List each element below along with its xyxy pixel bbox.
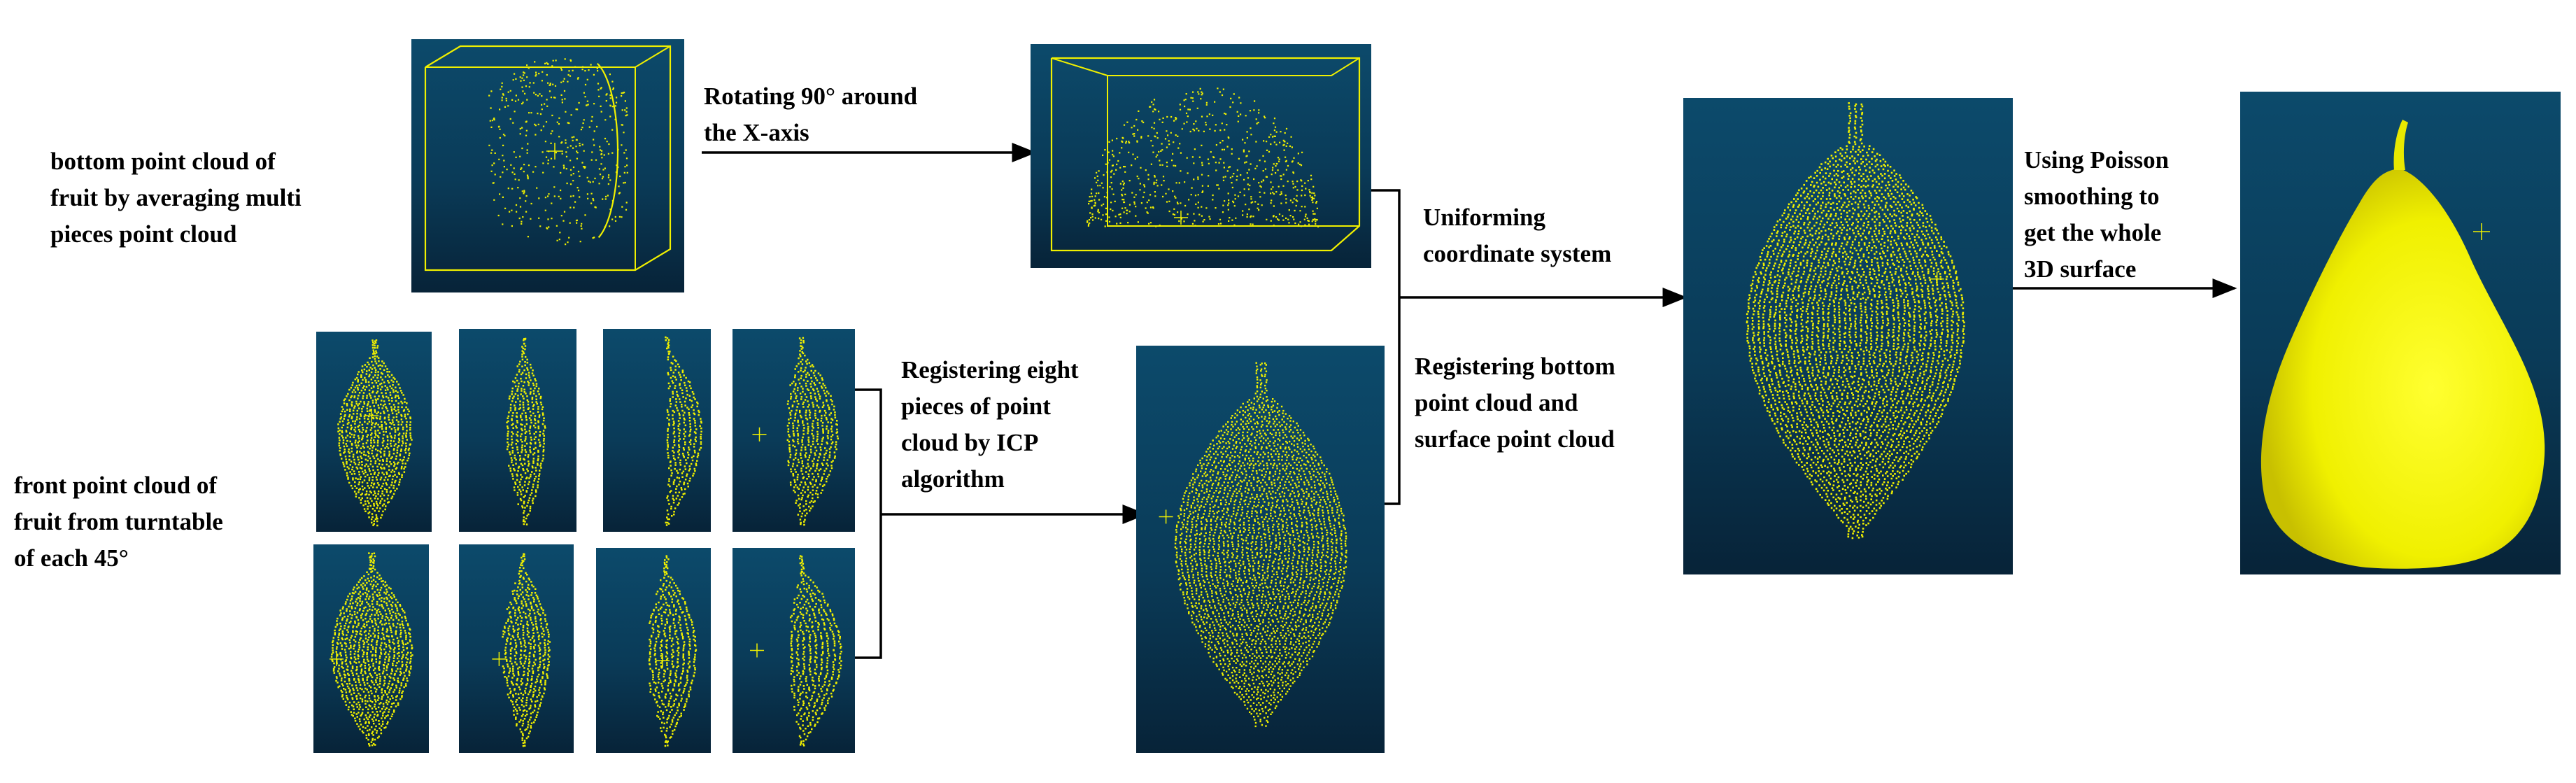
point-cloud-graphic [1746,102,1965,539]
front-cloud-line-2: fruit from turntable [14,508,223,535]
register-icp-line-1: Registering eight [901,356,1079,383]
front-cloud-line-1: front point cloud of [14,472,218,499]
point-cloud-graphic [1159,362,1347,728]
front-cloud-label: front point cloud of fruit from turntabl… [14,467,223,577]
register-bottom-line-3: surface point cloud [1415,425,1615,453]
point-cloud-graphic [330,552,413,747]
uniform-line-2: coordinate system [1423,240,1612,267]
point-cloud-graphic [1050,57,1361,252]
poisson-line-1: Using Poisson [2024,146,2170,174]
register-bottom-line-2: point cloud and [1415,389,1578,416]
register-icp-line-2: pieces of point [901,393,1051,420]
point-cloud-graphic [492,553,551,747]
views-bracket [855,388,882,659]
point-cloud-graphic [2260,120,2545,569]
rotate-line-1: Rotating 90° around [704,83,918,110]
bottom-cloud-line-3: pieces point cloud [50,220,237,248]
point-cloud-graphic [752,337,839,526]
rotate-label: Rotating 90° around the X-axis [704,78,917,151]
view-panel-8 [733,548,855,753]
uniform-label: Uniforming coordinate system [1423,199,1611,272]
poisson-label: Using Poisson smoothing to get the whole… [2024,142,2169,288]
point-cloud-graphic [750,555,842,747]
poisson-line-4: 3D surface [2024,255,2137,283]
register-icp-line-4: algorithm [901,465,1005,493]
bottom-cloud-line-1: bottom point cloud of [50,148,276,175]
rotated-cloud-panel [1031,44,1371,268]
bottom-cloud-panel [411,39,684,292]
registered-front-panel [1136,346,1385,753]
view-panel-4 [733,329,855,532]
point-cloud-graphic [665,336,702,526]
front-cloud-line-3: of each 45° [14,544,129,572]
point-cloud-graphic [337,339,413,527]
point-cloud-graphic [648,555,698,747]
register-bottom-line-1: Registering bottom [1415,353,1615,380]
poisson-line-3: get the whole [2024,219,2162,246]
register-bottom-label: Registering bottom point cloud and surfa… [1415,348,1615,458]
view-panel-6 [459,544,574,753]
point-cloud-graphic [506,337,546,525]
poisson-surface-panel [2240,92,2561,574]
register-icp-label: Registering eight pieces of point cloud … [901,352,1079,498]
rotate-line-2: the X-axis [704,119,809,146]
bottom-cloud-label: bottom point cloud of fruit by averaging… [50,143,302,253]
view-panel-5 [313,544,429,753]
bottom-cloud-line-2: fruit by averaging multi [50,184,302,211]
merged-cloud-panel [1683,98,2013,574]
point-cloud-graphic [424,45,672,271]
view-panel-3 [603,329,711,532]
view-panel-2 [459,329,576,532]
view-panel-7 [596,548,711,753]
view-panel-1 [316,332,432,532]
poisson-line-2: smoothing to [2024,183,2160,210]
register-icp-line-3: cloud by ICP [901,429,1039,456]
uniform-line-1: Uniforming [1423,204,1545,231]
